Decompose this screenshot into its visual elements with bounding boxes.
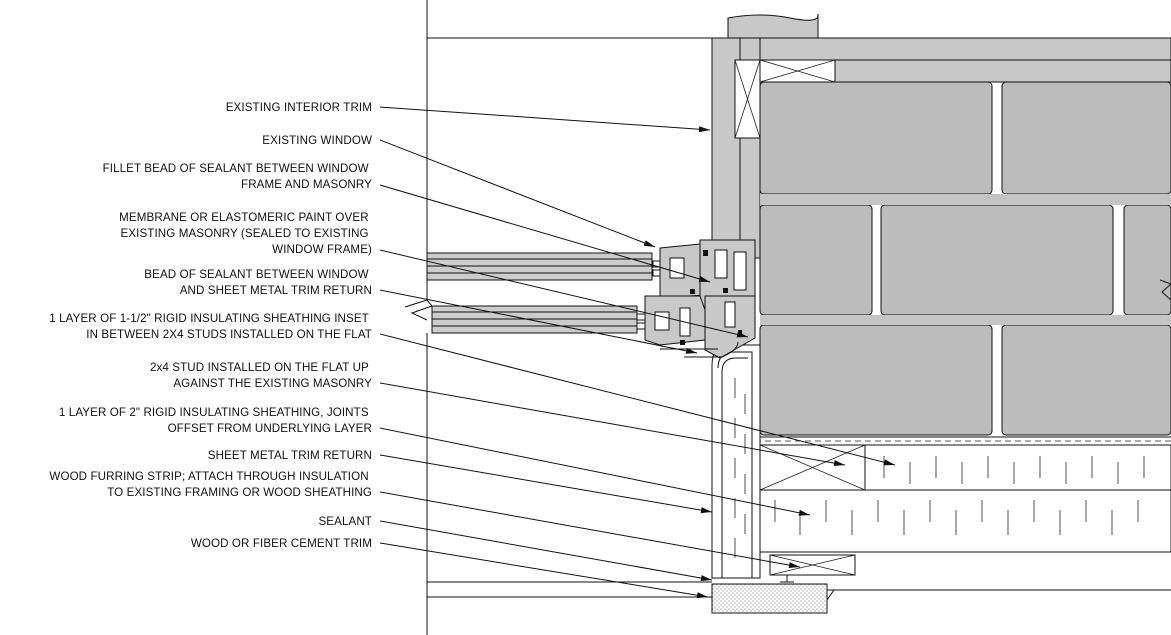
leader-insulation-inset	[379, 333, 896, 466]
arrowhead	[643, 240, 655, 247]
arrowhead	[736, 331, 748, 338]
arrowhead	[883, 459, 895, 466]
leader-sheet-metal	[379, 454, 713, 513]
callout-rigid-sheathing-2in: 1 LAYER OF 2" RIGID INSULATING SHEATHING…	[59, 406, 372, 435]
arrowhead	[700, 575, 712, 582]
leader-sealant	[379, 520, 713, 581]
jamb-insulation	[711, 344, 761, 579]
leader-stud	[379, 382, 846, 466]
callout-wood-furring-strip: WOOD FURRING STRIP; ATTACH THROUGH INSUL…	[49, 470, 372, 499]
leader-interior-trim	[379, 106, 711, 131]
furring-strip	[769, 554, 856, 583]
leader-existing-window	[379, 139, 656, 248]
leader-arrowheads	[643, 126, 895, 599]
arrowhead	[788, 562, 800, 569]
callout-membrane-paint: MEMBRANE OR ELASTOMERIC PAINT OVER EXIST…	[119, 211, 372, 256]
callout-sheet-metal-trim-return: SHEET METAL TRIM RETURN	[208, 449, 372, 462]
lower-window-glazing	[431, 305, 646, 334]
arrowhead	[698, 276, 710, 282]
leader-rigid-2in	[379, 427, 811, 516]
header-framing	[734, 37, 1171, 139]
sill-trim	[711, 577, 1171, 614]
wall-outline	[426, 0, 712, 635]
membrane	[755, 436, 1171, 442]
callout-fillet-bead-sealant: FILLET BEAD OF SEALANT BETWEEN WINDOW FR…	[103, 162, 373, 191]
existing-masonry	[759, 81, 1171, 436]
leader-lines	[379, 106, 896, 598]
arrowhead	[698, 126, 710, 133]
callout-2x4-stud: 2x4 STUD INSTALLED ON THE FLAT UP AGAINS…	[150, 361, 372, 390]
window-frame	[644, 239, 756, 359]
callout-existing-interior-trim: EXISTING INTERIOR TRIM	[226, 101, 372, 114]
leader-sill-trim	[379, 542, 709, 598]
insulation-layer-2	[759, 489, 1171, 553]
leader-bead-sealant	[379, 289, 698, 354]
break-line-left	[404, 299, 433, 321]
arrowhead	[833, 460, 845, 467]
head-trim	[727, 13, 819, 39]
stud-2x4	[759, 444, 866, 491]
insulation-layer-1	[864, 444, 1171, 491]
callout-sealant: SEALANT	[318, 515, 372, 528]
break-line-right	[1159, 279, 1171, 301]
leader-furring	[379, 491, 801, 568]
leader-fillet-bead	[379, 184, 711, 283]
upper-window-glazing	[426, 252, 662, 281]
callout-rigid-insulation-inset: 1 LAYER OF 1-1/2" RIGID INSULATING SHEAT…	[49, 312, 372, 341]
leader-membrane	[379, 249, 749, 338]
callout-bead-sealant-trim: BEAD OF SEALANT BETWEEN WINDOW AND SHEET…	[144, 268, 372, 297]
callout-wood-fiber-cement-trim: WOOD OR FIBER CEMENT TRIM	[191, 537, 372, 550]
arrowhead	[685, 347, 697, 354]
arrowhead	[798, 509, 810, 516]
arrowhead	[696, 592, 708, 599]
arrowhead	[700, 507, 712, 514]
callout-existing-window: EXISTING WINDOW	[262, 134, 372, 147]
callout-labels: EXISTING INTERIOR TRIM EXISTING WINDOW F…	[49, 101, 372, 550]
